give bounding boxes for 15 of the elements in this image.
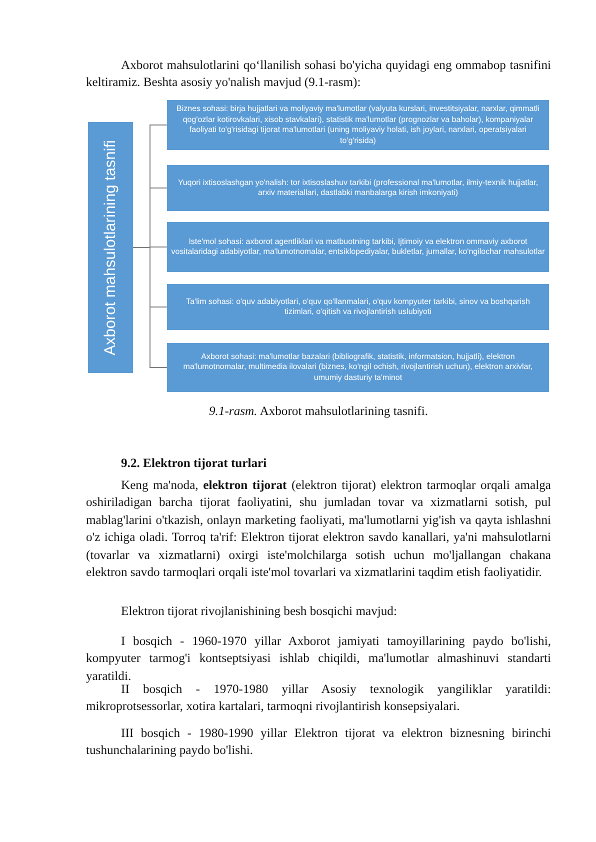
figure-caption: 9.1-rasm. Axborot mahsulotlarining tasnifi.	[208, 403, 429, 420]
root-box: Axborot mahsulotlarining tasnifi	[88, 122, 133, 373]
category-box: Axborot sohasi: ma'lumotlar bazalari (bibliografik, statistik, informatsion, hujjatli), elektron ma'lumotnomalar, multimedia ilovalari (biznes, ko'ngil ochish, rivojlantirish uchun), elektron arxivlar, umumiy dasturiy ta'minot	[167, 343, 549, 392]
paragraph: III bosqich - 1980-1990 yillar Elektron tijorat va elektron biznesning birinchi tushunchalarining paydo bo'lishi.	[86, 725, 551, 760]
category-box: Iste'mol sohasi: axborot agentliklari va matbuotning tarkibi, Ijtimoiy va elektron ommaviy axborot vositalaridagi adabiyotlar, ma'lumotnomalar, entsiklopediyalar, bukletlar, jurnallar, ko'ngilochar mahsulotlar	[167, 222, 549, 272]
paragraph: Elektron tijorat rivojlanishining besh bosqichi mavjud:	[120, 603, 398, 620]
section-heading: 9.2. Elektron tijorat turlari	[120, 455, 268, 472]
category-box: Yuqori ixtisoslashgan yo'nalish: tor ixtisoslashuv tarkibi (professional ma'lumotlar, ilmiy-texnik hujjatlar, arxiv materiallari, dastlabki manbalarga kirish imkoniyati)	[167, 165, 549, 211]
category-box: Ta'lim sohasi: o'quv adabiyotlari, o'quv qo'llanmalari, o'quv kompyuter tarkibi, sinov va boshqarish tizimlari, o'qitish va rivojlantirish uslubiyoti	[167, 284, 549, 330]
paragraph: Keng ma'noda, elektron tijorat (elektron tijorat) elektron tarmoqlar orqali amalga oshiriladigan barcha tijorat faoliyatini, shu jumladan tovar va xizmatlarni sotish, pul mablag'larini o'tkazish, onlayn marketing faoliyati, ma'lumotlarni yig'ish va qayta ishlashni o'z ichiga oladi. Torroq ta'rif: Elektron tijorat elektron savdo kanallari, ya'ni mahsulotlarni (tovarlar va xizmatlarni) oxirgi iste'molchilarga sotish uchun mo'ljallangan chakana elektron savdo tarmoqlari orqali iste'mol tovarlari va xizmatlarini taqdim etish faoliyatidir.	[86, 477, 551, 582]
category-box: Biznes sohasi: birja hujjatlari va moliyaviy ma'lumotlar (valyuta kurslari, investitsiyalar, narxlar, qimmatli qog'ozlar kotirovkalari, xisob stavkalari), statistik ma'lumotlar (prognozlar va baholar), kompaniyalar faoliyati to'g'risidagi tijorat ma'lumotlari (uning moliyaviy holati, ish joylari, narxlari, operatsiyalari to'g'risida)	[167, 100, 549, 150]
connector-line	[132, 247, 168, 368]
paragraph: II bosqich - 1970-1980 yillar Asosiy texnologik yangiliklar yaratildi: mikroprotsessorlar, xotira kartalari, tarmoqni rivojlantirish konsepsiyalari.	[86, 682, 551, 716]
paragraph: Axborot mahsulotlarini qo‘llanilish sohasi bo'yicha quyidagi eng ommabop tasnifini keltiramiz. Beshta asosiy yo'nalish mavjud (9.1-rasm):	[86, 57, 551, 92]
paragraph: I bosqich - 1960-1970 yillar Axborot jamiyati tamoyillarining paydo bo'lishi, kompyuter tarmog'i kontseptsiyasi ishlab chiqildi, ma'lumotlar almashinuvi standarti yaratildi.	[86, 633, 551, 684]
